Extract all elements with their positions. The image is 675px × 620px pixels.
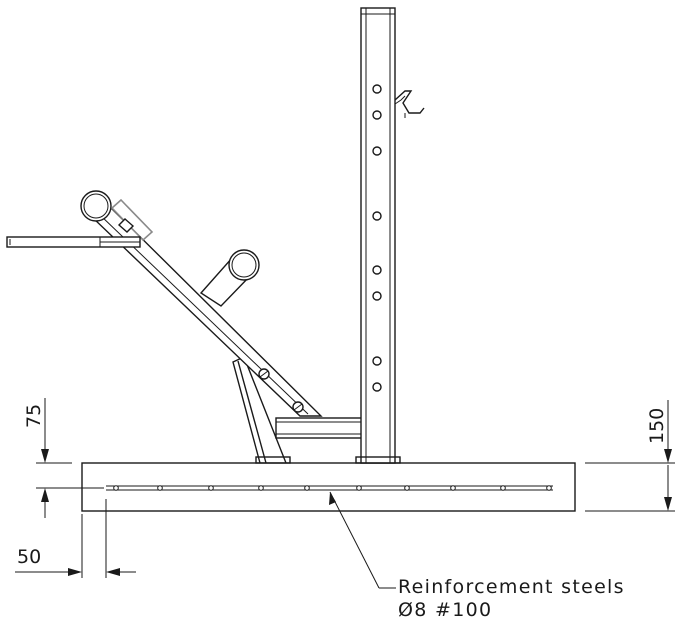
leg-roller xyxy=(199,249,260,307)
adjustment-bracket xyxy=(110,198,154,242)
foot-bar xyxy=(6,236,141,248)
reinforcement-note-line2: Ø8 #100 xyxy=(398,599,492,620)
dimension-50-label: 50 xyxy=(17,546,41,568)
dimension-75-label: 75 xyxy=(23,404,45,428)
back-rest xyxy=(80,190,323,417)
reinforcement-bar xyxy=(106,485,553,491)
dimension-50 xyxy=(15,499,136,578)
cross-brace xyxy=(275,417,367,439)
reinforcement-leader xyxy=(329,491,396,589)
bar-hook xyxy=(394,90,425,118)
concrete-slab xyxy=(81,462,576,512)
upright-post xyxy=(355,7,401,464)
dimension-150-label: 150 xyxy=(646,408,668,444)
dimension-75 xyxy=(36,398,104,518)
dimension-150 xyxy=(585,400,675,512)
rear-leg xyxy=(232,356,291,464)
reinforcement-note-line1: Reinforcement steels xyxy=(398,576,625,598)
